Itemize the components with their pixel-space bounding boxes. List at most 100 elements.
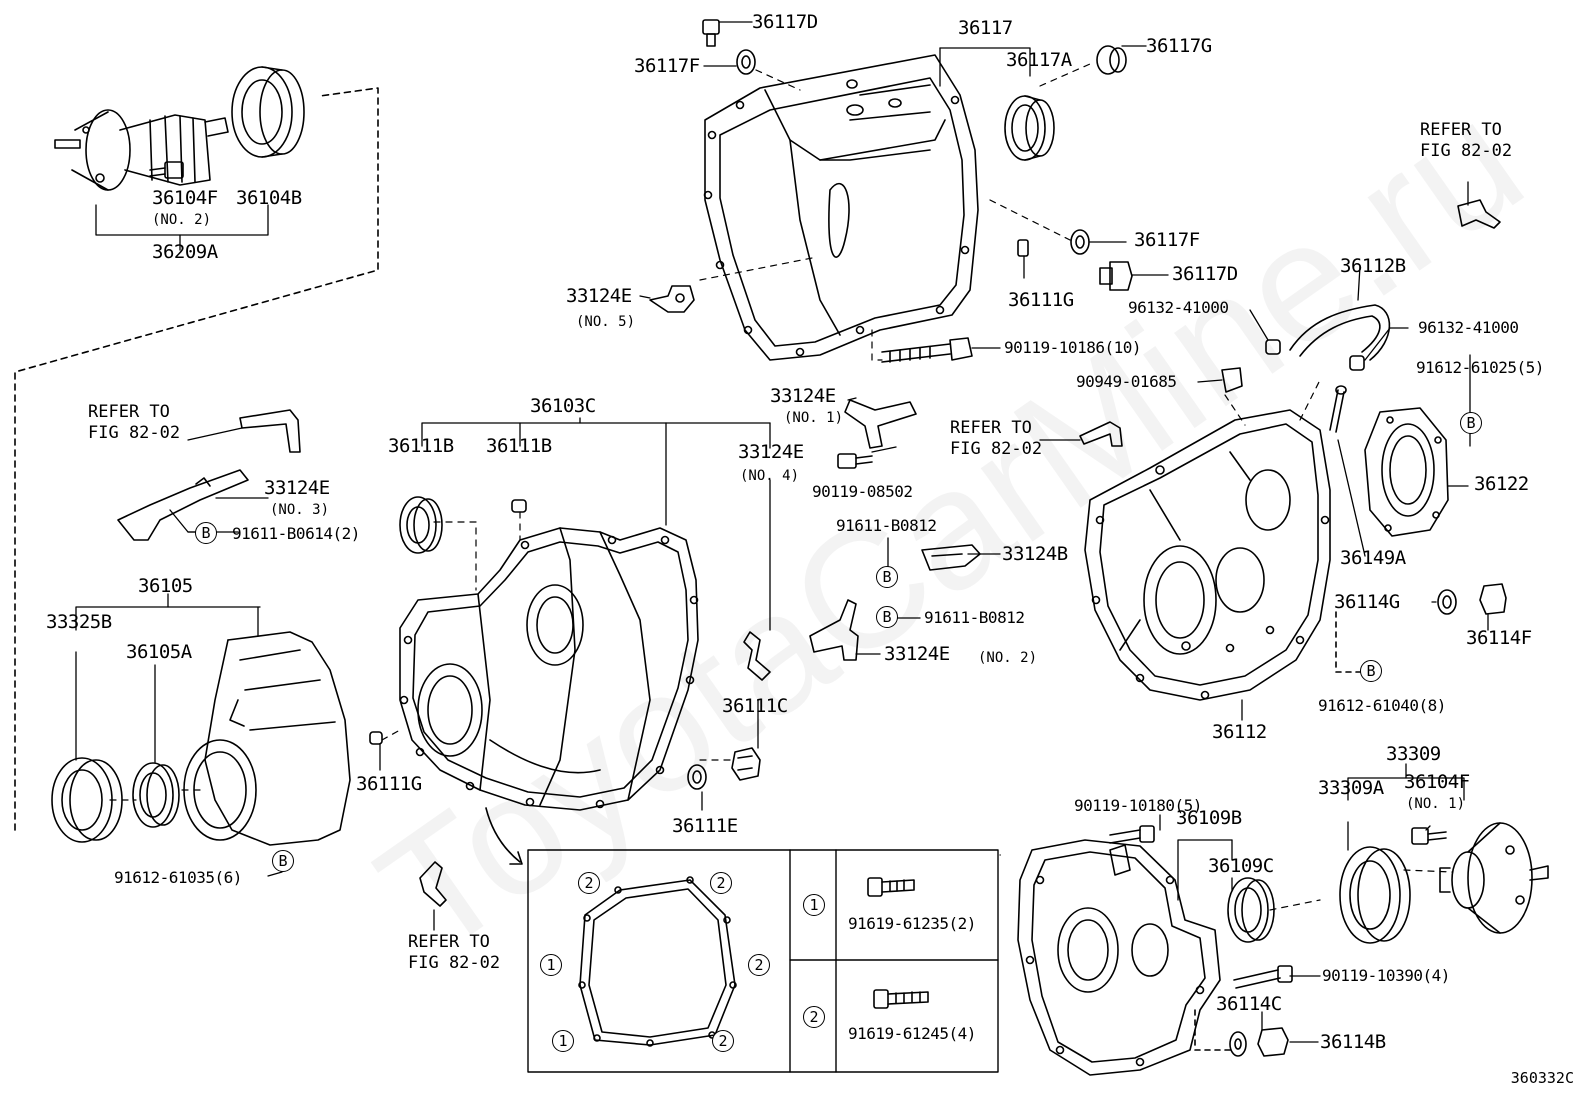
label-90949-01685: 90949-01685 xyxy=(1076,372,1177,391)
bolt-90119-08502 xyxy=(837,453,873,469)
stud-36104F-no1 xyxy=(1411,827,1447,845)
plug-36114B xyxy=(1257,1027,1289,1057)
flange-33309 xyxy=(1439,822,1549,934)
label-36114F: 36114F xyxy=(1466,627,1532,649)
label-90119-10180: 90119-10180(5) xyxy=(1074,796,1202,815)
bracket-33124E-no1 xyxy=(844,399,917,449)
clip-96132-right xyxy=(1349,355,1365,371)
plug-36117D-mid xyxy=(1099,261,1133,291)
label-36103C: 36103C xyxy=(530,395,596,417)
label-90119-08502: 90119-08502 xyxy=(812,482,913,501)
dowel-36111G-top xyxy=(1017,239,1029,257)
label-36117A: 36117A xyxy=(1006,49,1072,71)
label-91619-61235: 91619-61235(2) xyxy=(848,914,976,933)
transmission-case-36103C xyxy=(399,527,699,811)
marker-2-legend: 2 xyxy=(803,1006,825,1028)
marker-2-top-right: 2 xyxy=(710,872,732,894)
label-36112B: 36112B xyxy=(1340,255,1406,277)
label-36114B: 36114B xyxy=(1320,1031,1386,1053)
pin-36111B xyxy=(511,499,527,513)
label-36209A: 36209A xyxy=(152,241,218,263)
diagram-code: 360332C xyxy=(1510,1069,1574,1087)
marker-b-91611-B0812-a: B xyxy=(876,566,898,588)
bolt-90119-10180 xyxy=(1109,825,1155,844)
note-no2b: (NO. 2) xyxy=(978,650,1038,666)
oil-seal-36111B xyxy=(399,496,443,554)
marker-1-bottom-left: 1 xyxy=(552,1030,574,1052)
breather-tube-36112B xyxy=(1289,304,1391,361)
label-36111E: 36111E xyxy=(672,815,738,837)
marker-b-91612-61025: B xyxy=(1460,412,1482,434)
label-36117F-top: 36117F xyxy=(634,55,700,77)
label-36109C: 36109C xyxy=(1208,855,1274,877)
bushing-36105A xyxy=(132,762,180,828)
label-33124E-no3: 33124E xyxy=(264,477,330,499)
plug-36114F xyxy=(1479,583,1507,615)
label-36104F-no2: 36104F xyxy=(152,187,218,209)
drain-plug-36117D-top xyxy=(702,19,720,47)
marker-1-legend: 1 xyxy=(803,894,825,916)
label-36104B: 36104B xyxy=(236,187,302,209)
breather-plug-36149A xyxy=(1329,385,1347,433)
bracket-33124E-no4 xyxy=(743,631,771,681)
plug-36117G xyxy=(1096,45,1127,75)
bolt-91619-61235 xyxy=(867,877,915,897)
bracket-33124B xyxy=(921,544,981,571)
label-36122: 36122 xyxy=(1474,473,1529,495)
oil-seal-33309A xyxy=(1339,846,1411,944)
marker-b-91612-61035: B xyxy=(272,850,294,872)
clip-90949-01685 xyxy=(1221,367,1243,393)
label-36117D-mid: 36117D xyxy=(1172,263,1238,285)
assembly-dashed-lines xyxy=(109,63,1453,911)
label-36111G-bottom: 36111G xyxy=(356,773,422,795)
label-36111C: 36111C xyxy=(722,695,788,717)
label-36114C: 36114C xyxy=(1216,993,1282,1015)
arrow-head xyxy=(509,851,523,865)
dashed-line-91612-61040 xyxy=(1335,611,1361,673)
label-33124E-no1: 33124E xyxy=(770,385,836,407)
label-91612-61040: 91612-61040(8) xyxy=(1318,696,1446,715)
marker-b-91612-61040: B xyxy=(1360,660,1382,682)
leader-lines xyxy=(75,21,1489,1043)
gasket-36114C xyxy=(1229,1031,1247,1057)
marker-2-right: 2 xyxy=(748,954,770,976)
label-33124E-no2: 33124E xyxy=(884,643,950,665)
bolt-91619-61245 xyxy=(873,989,929,1009)
label-36117G: 36117G xyxy=(1146,35,1212,57)
refer-to-fig-mid: REFER TO FIG 82-02 xyxy=(950,418,1043,459)
label-91612-61025: 91612-61025(5) xyxy=(1416,358,1544,377)
note-no5: (NO. 5) xyxy=(576,314,636,330)
label-96132-41000-right: 96132-41000 xyxy=(1418,318,1519,337)
gasket-36111E xyxy=(687,764,707,790)
bolt-90119-10186 xyxy=(881,337,973,363)
label-33325B: 33325B xyxy=(46,611,112,633)
label-36104F-no1: 36104F xyxy=(1404,771,1470,793)
note-no2: (NO. 2) xyxy=(152,212,212,228)
dowel-36111G-bottom xyxy=(369,731,383,745)
label-91611-B0614: 91611-B0614(2) xyxy=(232,524,360,543)
label-36112: 36112 xyxy=(1212,721,1267,743)
transfer-cover-36109B xyxy=(1017,839,1221,1076)
label-36111B-b: 36111B xyxy=(486,435,552,457)
label-33124B: 33124B xyxy=(1002,543,1068,565)
clip-96132-left xyxy=(1265,339,1281,355)
refer-bracket-bottom xyxy=(419,861,447,907)
stud-36104F-no2 xyxy=(149,161,184,179)
label-36111G-top: 36111G xyxy=(1008,289,1074,311)
note-no1b: (NO. 1) xyxy=(1406,796,1466,812)
label-91619-61245: 91619-61245(4) xyxy=(848,1024,976,1043)
dashed-line-cover xyxy=(1194,1009,1231,1051)
label-33124E-no4: 33124E xyxy=(738,441,804,463)
oil-seal-36117A xyxy=(1004,95,1055,161)
arrow-to-gasket xyxy=(485,807,521,863)
oil-seal-36104B xyxy=(231,66,305,158)
refer-bracket-top-left xyxy=(239,409,301,453)
label-36109B: 36109B xyxy=(1176,807,1242,829)
label-96132-41000-left: 96132-41000 xyxy=(1128,298,1229,317)
bracket-33124E-no3 xyxy=(117,469,249,541)
refer-to-fig-bottom: REFER TO FIG 82-02 xyxy=(408,932,501,973)
extension-housing-36117 xyxy=(703,54,979,361)
dashed-boundary-top-left xyxy=(14,87,379,831)
label-36114G: 36114G xyxy=(1334,591,1400,613)
